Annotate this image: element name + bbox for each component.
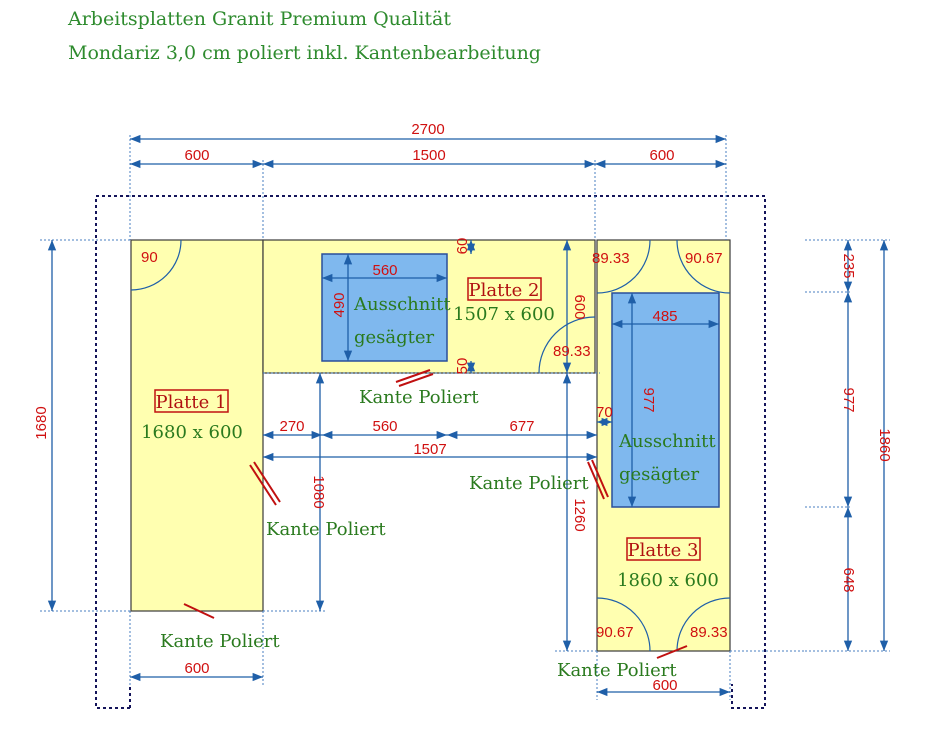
dim-right-648: 648 <box>840 567 857 592</box>
dim-offset-677: 677 <box>509 418 534 435</box>
plate-1-name: Platte 1 <box>156 392 227 413</box>
dim-cutout2-height: 977 <box>640 387 657 412</box>
plate-2-name: Platte 2 <box>469 280 540 301</box>
dim-offset-270: 270 <box>279 418 304 435</box>
dim-radius-90-67-top: 90.67 <box>685 250 723 267</box>
cutout-1-label-line2: gesägter <box>354 327 435 348</box>
header-title: Arbeitsplatten Granit Premium Qualität <box>68 8 451 30</box>
edge-label-plate3-inner: Kante Poliert <box>469 473 589 494</box>
dim-corner-90: 90 <box>141 249 158 266</box>
edge-label-plate1-inner: Kante Poliert <box>266 519 386 540</box>
room-outline <box>95 195 766 709</box>
plate-2-label-frame <box>467 277 542 301</box>
corner-arc-90 <box>130 239 182 291</box>
polished-edge-marks <box>183 369 688 659</box>
dim-total-width: 2700 <box>411 121 444 138</box>
dim-height-1080: 1080 <box>310 475 327 508</box>
plate-1-size: 1680 x 600 <box>141 422 243 443</box>
plate-3-name: Platte 3 <box>628 540 699 561</box>
dim-width-1507: 1507 <box>413 441 446 458</box>
dim-right-977: 977 <box>840 387 857 412</box>
dim-mid-560: 560 <box>372 418 397 435</box>
plate-3-label-frame <box>626 537 701 561</box>
dim-bottom-right-600: 600 <box>652 677 677 694</box>
dim-mid-width: 1500 <box>412 147 445 164</box>
plate-3-size: 1860 x 600 <box>617 570 719 591</box>
dim-radius-90-67-bottom: 90.67 <box>596 624 634 641</box>
dim-bottom-left-600: 600 <box>184 660 209 677</box>
dim-right-235: 235 <box>840 253 857 278</box>
edge-label-plate1-front: Kante Poliert <box>160 631 280 652</box>
extension-lines <box>40 135 890 700</box>
cutout-2-label-line2: gesägter <box>619 464 700 485</box>
dim-top-60: 60 <box>454 238 471 255</box>
dim-cutout1-width: 560 <box>372 262 397 279</box>
dim-right-1860: 1860 <box>876 428 893 461</box>
dim-left-width: 600 <box>184 147 209 164</box>
plate-2-size: 1507 x 600 <box>453 304 555 325</box>
dim-plate2-depth: 600 <box>571 294 588 319</box>
dim-radius-89-33-bottom: 89.33 <box>690 624 728 641</box>
plate-1-label-frame <box>154 389 229 413</box>
corner-arc-90-67-top <box>676 239 731 294</box>
corner-arc-89-33-bottom <box>676 597 731 652</box>
header-subtitle: Mondariz 3,0 cm poliert inkl. Kantenbear… <box>68 42 541 64</box>
edge-label-plate3-front: Kante Poliert <box>557 660 677 681</box>
dim-radius-89-33-mid: 89.33 <box>553 343 591 360</box>
dim-cutout1-height: 490 <box>331 292 348 317</box>
corner-arc-89-33-top <box>596 239 651 294</box>
corner-arc-89-33-mid <box>538 316 596 374</box>
dim-height-1680: 1680 <box>33 406 50 439</box>
corner-arc-90-67-bottom <box>596 597 651 652</box>
cutout-1-label-line1: Ausschnitt <box>353 294 451 315</box>
plate-1 <box>130 239 264 612</box>
dim-bottom-50: 50 <box>454 358 471 375</box>
cutout-1 <box>321 253 448 362</box>
dim-height-1260: 1260 <box>571 498 588 531</box>
dim-cutout2-width: 485 <box>652 308 677 325</box>
cutout-2-label-line1: Ausschnitt <box>618 431 716 452</box>
dim-radius-89-33-top: 89.33 <box>592 250 630 267</box>
dim-right-width: 600 <box>649 147 674 164</box>
edge-label-plate2: Kante Poliert <box>359 387 479 408</box>
dimension-lines <box>47 134 889 697</box>
dim-gap-70: 70 <box>596 404 613 421</box>
